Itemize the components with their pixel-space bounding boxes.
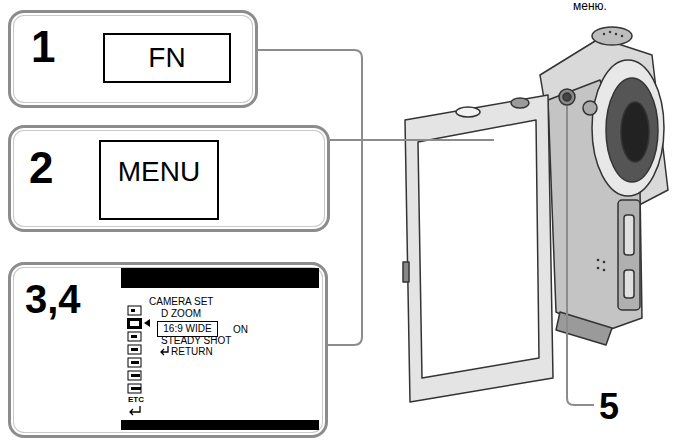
menu-text: RETURN xyxy=(171,347,213,357)
menu-text: STEADY SHOT xyxy=(161,336,231,346)
step-number: 3,4 xyxy=(25,279,81,319)
menu-text: D ZOOM xyxy=(161,309,201,319)
button-label: FN xyxy=(103,33,231,83)
menu-text: ETC xyxy=(128,396,144,404)
page-text: меню. xyxy=(573,0,607,12)
button-name: FN xyxy=(148,44,185,72)
button-label: MENU xyxy=(99,140,219,220)
callout-number: 5 xyxy=(599,389,619,425)
menu-icons xyxy=(120,288,318,420)
selected-item: 16:9 WIDE xyxy=(157,321,218,337)
button-name: MENU xyxy=(118,158,200,218)
step-box: 3,4 CAMERA SET D ZOOM ONSTEADY SHOTRETURN ET… xyxy=(8,262,328,438)
step-box: 1 FN xyxy=(8,10,258,108)
menu-text: 16:9 WIDE xyxy=(163,324,211,334)
step-number: 2 xyxy=(29,146,53,190)
menu-screen: CAMERA SET D ZOOM ONSTEADY SHOTRETURN ETC 16… xyxy=(121,268,319,430)
menu-text: ON xyxy=(233,325,248,335)
step-box: 2 MENU xyxy=(8,125,330,232)
menu-text: CAMERA SET xyxy=(149,297,213,307)
step-number: 1 xyxy=(31,25,55,69)
